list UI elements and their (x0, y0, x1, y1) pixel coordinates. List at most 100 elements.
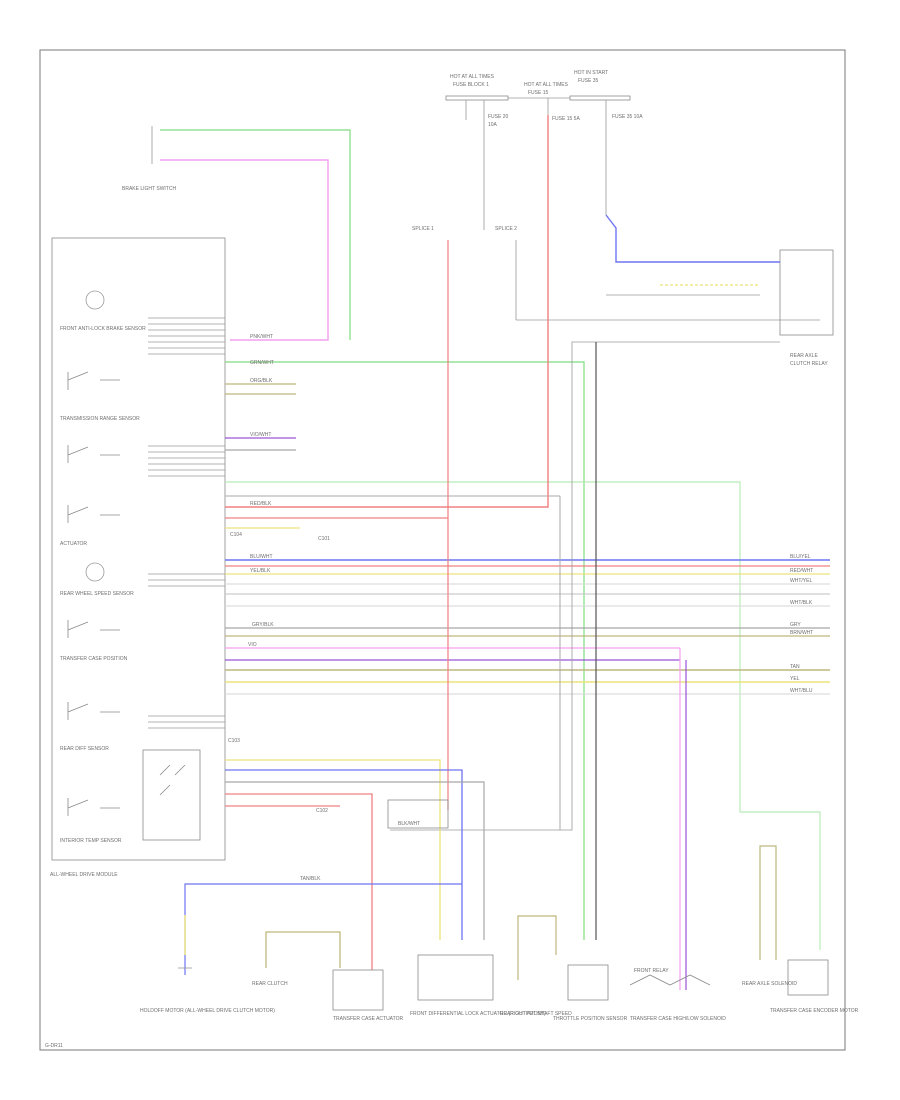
connector-label-c104: C104 (230, 532, 242, 538)
awd-module-inner (142, 749, 201, 841)
fuse-block-3-bar (569, 95, 631, 101)
connector-label-c102: C102 (316, 808, 328, 814)
rear-axle-solenoid: REAR AXLE SOLENOID (742, 845, 797, 987)
wire-red-lower (225, 793, 373, 970)
component-rear-diff: REAR DIFF SENSOR (60, 746, 109, 752)
component-front-abs: FRONT ANTI-LOCK BRAKE SENSOR (60, 326, 146, 332)
bottom-component-2: REAR CLUTCH (252, 981, 288, 987)
throttle-position: THROTTLE POSITION SENSOR (553, 964, 628, 1022)
wire-code-1: GRN/WHT (250, 360, 274, 366)
wire-code-2: PNK/WHT (250, 334, 273, 340)
fuse-block-1-title: HOT AT ALL TIMES (450, 74, 495, 80)
awd-module: ALL-WHEEL DRIVE MODULE FRONT ANTI-LOCK B… (50, 237, 226, 878)
page-tag: G-DR11 (45, 1043, 63, 1049)
fuse-block-3: HOT IN START FUSE 35 FUSE 35 10A (569, 70, 643, 215)
rear-output-speed: REAR OUTPUT SHAFT SPEED (500, 915, 572, 1017)
wire-code-6: BLK/WHT (398, 821, 420, 827)
bus-label-10: VIO (248, 642, 257, 648)
fuse-block-3-sub: FUSE 35 (578, 78, 599, 84)
fuse-block-1: HOT AT ALL TIMES FUSE BLOCK 1 FUSE 20 10… (445, 74, 509, 180)
sensor-icon-1 (85, 290, 105, 310)
brake-switch-label: BRAKE LIGHT SWITCH (122, 186, 176, 192)
rear-axle-relay-body (779, 249, 834, 336)
awd-module-title: ALL-WHEEL DRIVE MODULE (50, 872, 118, 878)
fuse-20-amp: 10A (488, 122, 498, 128)
bottom-component-6: THROTTLE POSITION SENSOR (553, 1016, 628, 1022)
bus-label-8: YEL (790, 676, 800, 682)
fuse-block-1-sub: FUSE BLOCK 1 (453, 82, 489, 88)
transfer-case-encoder: TRANSFER CASE ENCODER MOTOR (770, 959, 859, 1014)
wire-code-8: VIO/WHT (250, 432, 271, 438)
wire-code-9: TAN/BLK (300, 876, 321, 882)
wire-code-4: BLU/WHT (250, 554, 273, 560)
component-rear-wheel: REAR WHEEL SPEED SENSOR (60, 591, 134, 597)
bus-label-1: BLU/YEL (790, 554, 811, 560)
rear-axle-relay: REAR AXLE CLUTCH RELAY (390, 214, 834, 831)
wire-blue-relay (605, 214, 780, 263)
wire-relay-return (390, 341, 780, 831)
transfer-case-actuator: TRANSFER CASE ACTUATOR (332, 969, 403, 1022)
bus-label-9: WHT/BLU (790, 688, 813, 694)
bus-label-7: TAN (790, 664, 800, 670)
splice-2-label: SPLICE 2 (495, 226, 517, 232)
component-actuator: ACTUATOR (60, 541, 87, 547)
front-diff-actuator-body (417, 954, 494, 1001)
wire-code-3: RED/BLK (250, 501, 272, 507)
fuse-20-label: FUSE 20 (488, 114, 509, 120)
rear-clutch: REAR CLUTCH (252, 931, 341, 987)
throttle-position-body (567, 964, 609, 1001)
bottom-component-4: FRONT DIFFERENTIAL LOCK ACTUATOR (RIGHT … (410, 1011, 546, 1017)
front-diff-actuator: FRONT DIFFERENTIAL LOCK ACTUATOR (RIGHT … (410, 954, 546, 1017)
bus-label-6: BRN/WHT (790, 630, 813, 636)
fuse-block-3-title: HOT IN START (574, 70, 608, 76)
transfer-case-encoder-body (787, 959, 829, 996)
wire-red-1 (225, 115, 549, 508)
rear-axle-relay-sub: CLUTCH RELAY (790, 361, 828, 367)
bus-label-5: GRY (790, 622, 801, 628)
bottom-component-10: TRANSFER CASE ENCODER MOTOR (770, 1008, 859, 1014)
component-transfer-pos: TRANSFER CASE POSITION (60, 656, 128, 662)
fuse-35-label: FUSE 35 10A (612, 114, 643, 120)
bottom-component-7: FRONT RELAY (634, 968, 669, 974)
fuse-15-label: FUSE 15 5A (552, 116, 580, 122)
bottom-component-9: REAR AXLE SOLENOID (742, 981, 797, 987)
wire-yellow-lower (225, 759, 441, 940)
bottom-component-1: HOLDOFF MOTOR (ALL-WHEEL DRIVE CLUTCH MO… (140, 1008, 275, 1014)
wire-green-1 (225, 361, 585, 940)
pin-ladder (148, 317, 225, 729)
wire-green-2 (225, 481, 821, 950)
bus-label-4: WHT/BLK (790, 600, 813, 606)
splice-1-label: SPLICE 1 (412, 226, 434, 232)
splice-box-lower (387, 799, 449, 829)
splice-label-top: C101 (318, 536, 330, 542)
wire-code-5: YEL/BLK (250, 568, 271, 574)
wire-pink-top (160, 129, 351, 340)
signal-bus (225, 559, 830, 695)
sensor-icon-2 (85, 562, 105, 582)
fuse-block-1-bar (445, 95, 509, 101)
bus-label-2: RED/WHT (790, 568, 813, 574)
diagram-frame (39, 49, 846, 1051)
brake-switch-feed: BRAKE LIGHT SWITCH (122, 126, 351, 341)
transfer-case-actuator-body (332, 969, 384, 1011)
awd-module-body (51, 237, 226, 861)
wire-pink-brake (160, 159, 329, 341)
component-trans-range: TRANSMISSION RANGE SENSOR (60, 416, 140, 422)
fuse-block-2-title: HOT AT ALL TIMES (524, 82, 569, 88)
front-relay: FRONT RELAY TRANSFER CASE HIGH/LOW SOLEN… (629, 968, 726, 1022)
wire-blue-lower (225, 769, 463, 940)
wire-code-7: GRY/BLK (252, 622, 274, 628)
fuse-block-2-sub: FUSE 15 (528, 90, 549, 96)
wire-blue-ground (184, 883, 462, 975)
rear-axle-relay-title: REAR AXLE (790, 353, 818, 359)
bottom-component-5: REAR OUTPUT SHAFT SPEED (500, 1011, 572, 1017)
bottom-component-8: TRANSFER CASE HIGH/LOW SOLENOID (630, 1016, 726, 1022)
connector-label-c103: C103 (228, 738, 240, 744)
fuse-block-2: HOT AT ALL TIMES FUSE 15 FUSE 15 5A (508, 82, 580, 140)
bus-label-3: WHT/YEL (790, 578, 812, 584)
wire-code-10: ORG/BLK (250, 378, 273, 384)
bottom-component-3: TRANSFER CASE ACTUATOR (333, 1016, 403, 1022)
wire-gray-lower (225, 781, 485, 940)
component-interior-temp: INTERIOR TEMP SENSOR (60, 838, 122, 844)
